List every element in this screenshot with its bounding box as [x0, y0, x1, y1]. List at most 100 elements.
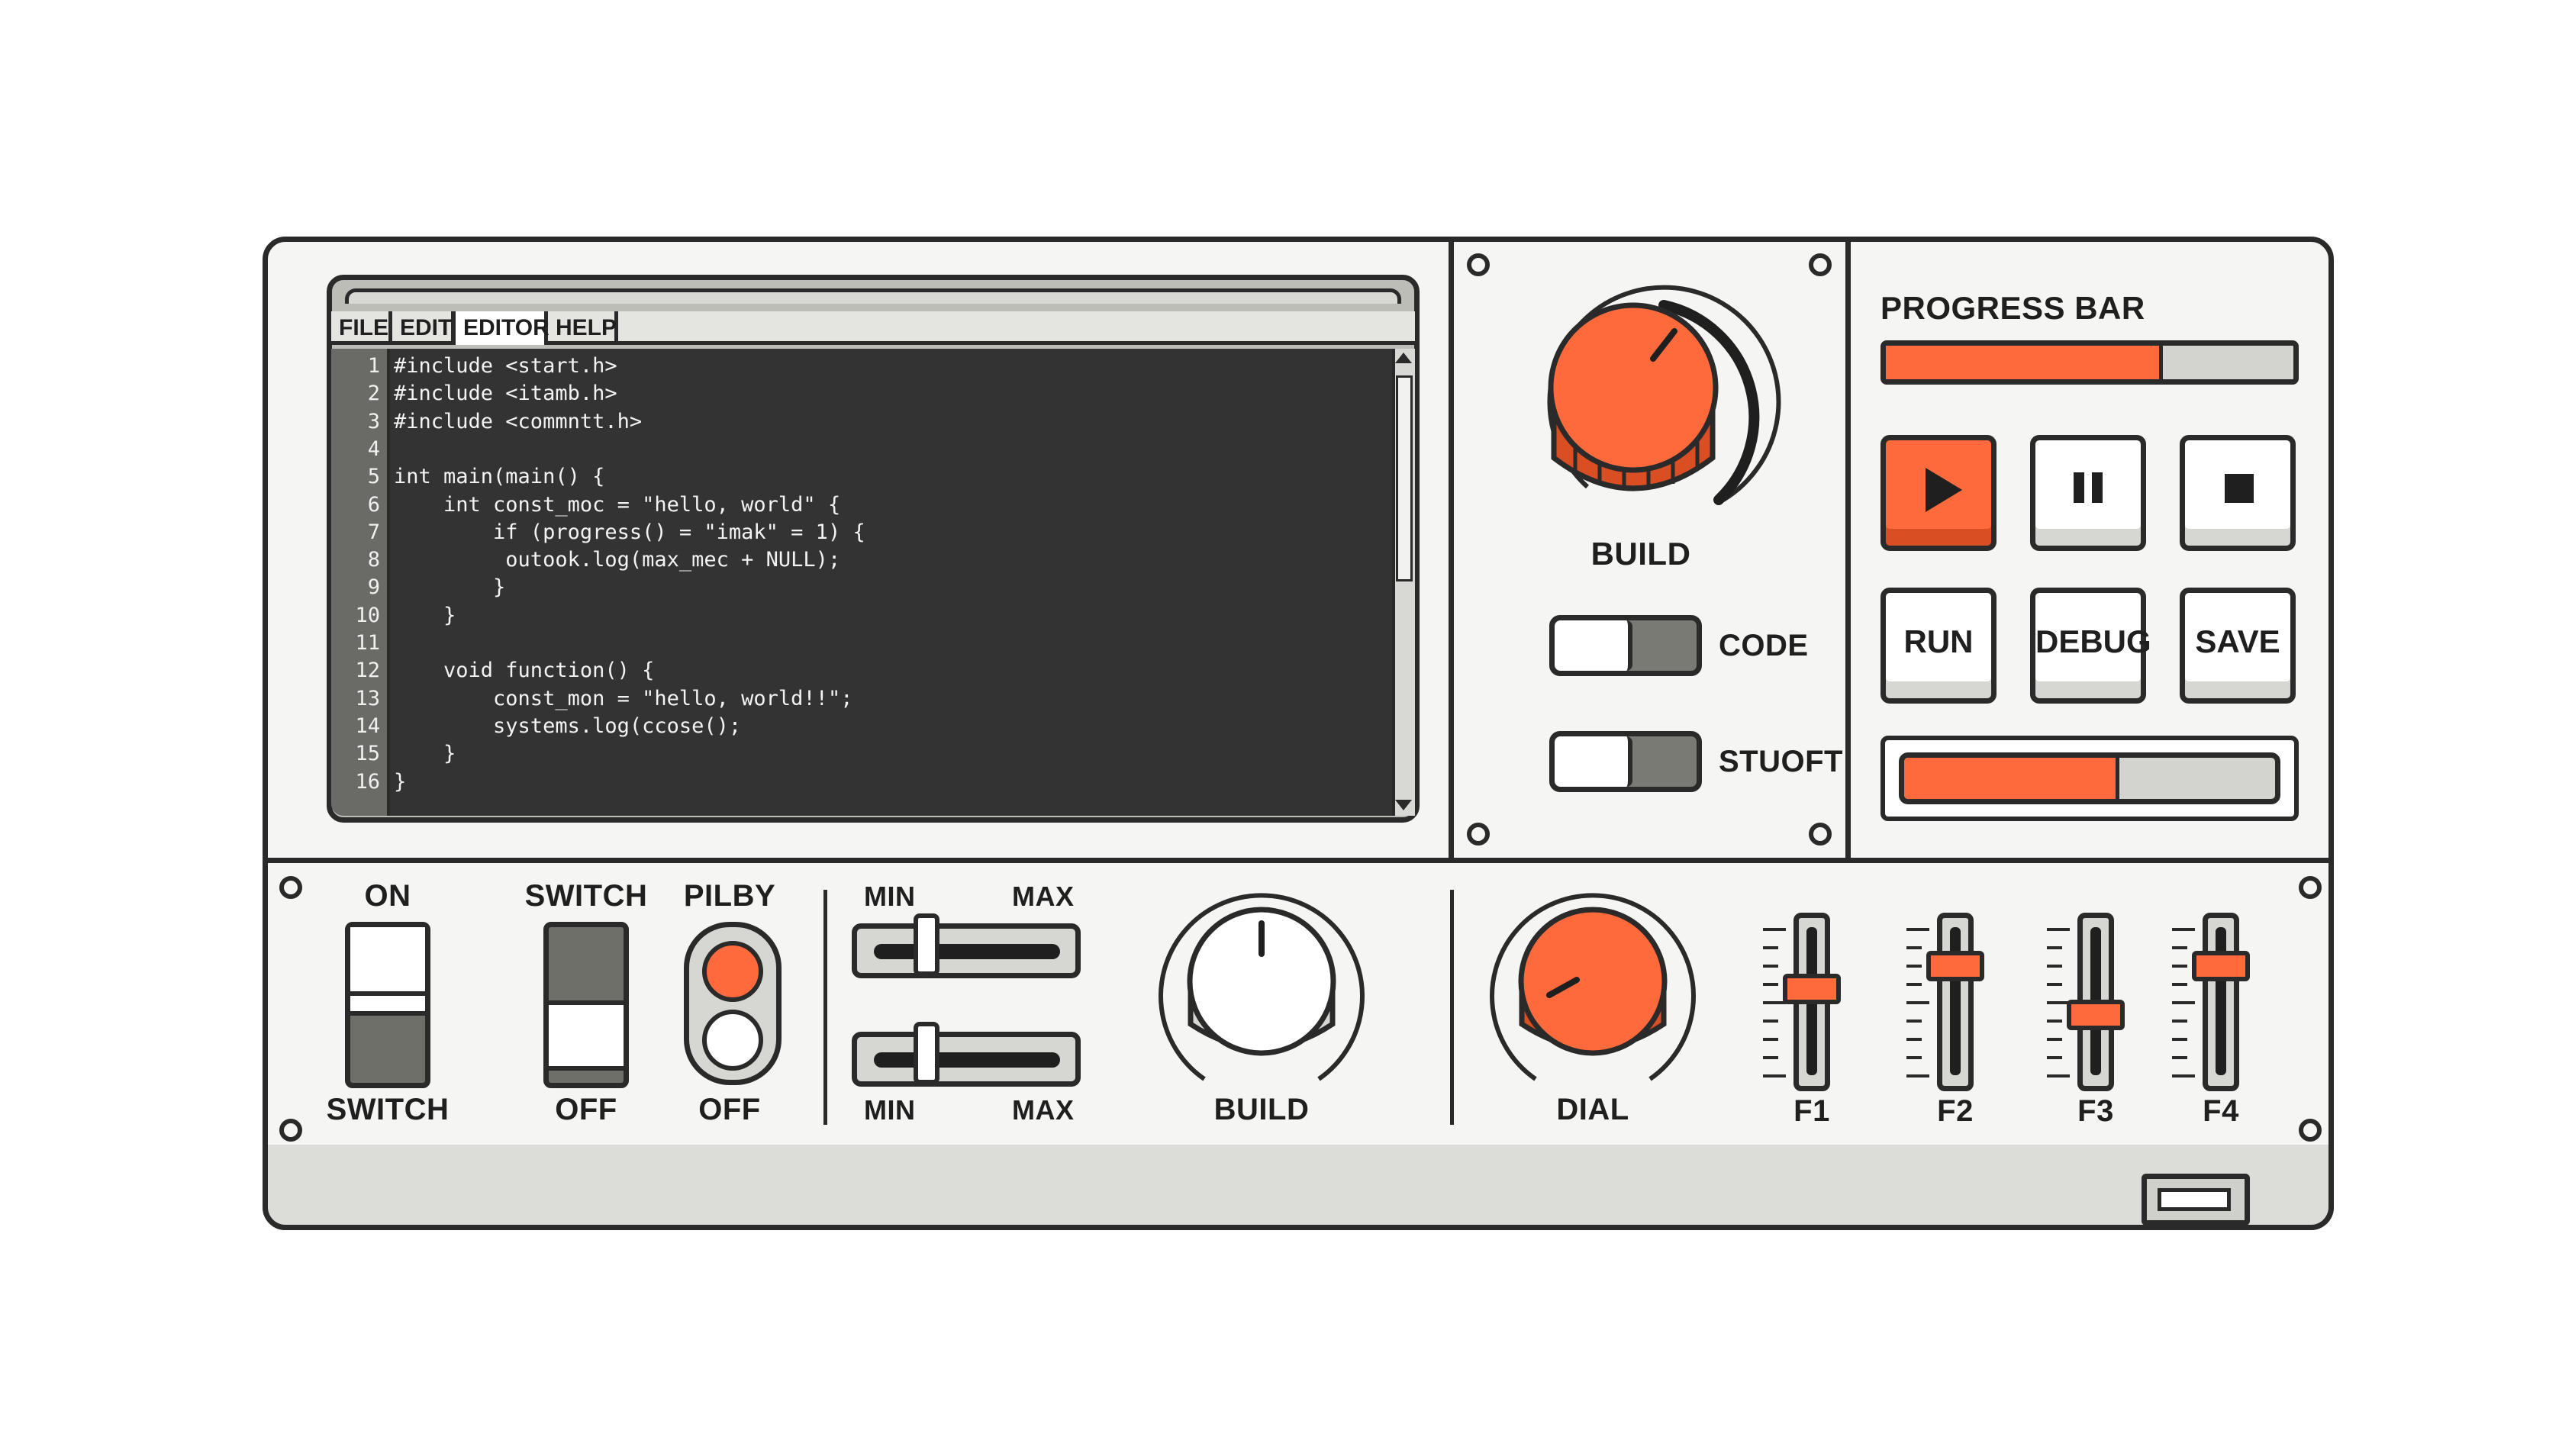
build-white-knob-label: BUILD [1213, 1093, 1310, 1126]
code-line: outook.log(max_mec + NULL); [394, 548, 841, 572]
code-text-area[interactable] [390, 349, 1392, 816]
line-number: 9 [367, 575, 380, 600]
play-button[interactable] [1880, 435, 1997, 551]
build-white-knob[interactable] [1151, 888, 1372, 1094]
save-button-label: SAVE [2195, 623, 2280, 659]
code-line: } [394, 575, 506, 600]
fader-tick [1763, 1001, 1786, 1004]
fader-tick [1906, 928, 1929, 931]
fader-tick [2047, 1020, 2062, 1023]
code-line: #include <start.h> [394, 354, 617, 378]
save-button[interactable]: SAVE [2180, 588, 2296, 704]
menu-file[interactable]: FILE [331, 311, 392, 345]
debug-button-label: DEBUG [2035, 623, 2151, 659]
fader-tick [2047, 1056, 2062, 1059]
slider-bottom-max-label: MAX [1012, 1094, 1075, 1126]
scroll-down-icon[interactable] [1395, 800, 1412, 810]
pause-button[interactable] [2030, 435, 2146, 551]
code-line: #include <itamb.h> [394, 382, 617, 406]
screw-icon [2299, 876, 2322, 899]
on-label: ON [364, 879, 411, 913]
fader-tick [1763, 946, 1778, 949]
bottom-slider-thumb[interactable] [914, 1022, 939, 1084]
line-number: 8 [367, 548, 380, 572]
fader-tick [2172, 1056, 2187, 1059]
indicator-light-off-icon [702, 1010, 763, 1071]
screw-icon [2299, 1119, 2322, 1142]
fader-tick [1763, 983, 1778, 986]
progress-bar-fill [1886, 346, 2163, 379]
line-number: 16 [355, 769, 380, 794]
top-slider-thumb[interactable] [914, 913, 939, 976]
fader-label: F4 [2203, 1094, 2239, 1128]
play-icon [1926, 468, 1962, 512]
scroll-up-icon[interactable] [1395, 353, 1412, 363]
device-base [263, 1145, 2334, 1230]
fader-tick [1906, 1020, 1922, 1023]
bottom-slider[interactable] [852, 1022, 1081, 1087]
fader-thumb[interactable] [1926, 951, 1984, 982]
fader-tick [2172, 1038, 2187, 1041]
fader-thumb[interactable] [1783, 973, 1841, 1004]
fader-tick [2047, 1001, 2070, 1004]
stuoft-toggle[interactable] [1549, 731, 1702, 792]
code-line: #include <commntt.h> [394, 409, 643, 433]
indicator-light-on-icon [702, 941, 763, 1002]
fader-tick [2172, 1001, 2195, 1004]
screw-icon [279, 876, 302, 899]
fader-f2[interactable] [1937, 913, 1974, 1091]
code-line: } [394, 769, 407, 794]
screw-icon [1809, 823, 1832, 846]
line-number: 7 [367, 520, 380, 544]
menu-editor[interactable]: EDITOR [452, 311, 549, 345]
debug-button[interactable]: DEBUG [2030, 588, 2151, 704]
fader-tick [2047, 1038, 2062, 1041]
stuoft-toggle-label: STUOFT [1719, 745, 1843, 778]
fader-tick [2047, 983, 2062, 986]
code-line: int const_moc = "hello, world" { [394, 492, 841, 517]
bottom-divider-1 [823, 890, 827, 1125]
fader-tick [1906, 983, 1922, 986]
line-number: 5 [367, 465, 380, 489]
fader-tick [1763, 965, 1778, 968]
screw-icon [1467, 253, 1490, 276]
fader-label: F3 [2077, 1094, 2114, 1128]
scroll-thumb[interactable] [1396, 375, 1413, 581]
fader-tick [1763, 1074, 1786, 1078]
dial-knob[interactable] [1482, 888, 1703, 1094]
stop-button[interactable] [2180, 435, 2296, 551]
fader-tick [1906, 1056, 1922, 1059]
panel-divider-editor [1449, 241, 1454, 859]
menu-help[interactable]: HELP [548, 311, 618, 345]
run-button-label: RUN [1903, 623, 1974, 659]
fader-thumb[interactable] [2067, 1000, 2125, 1031]
fader-label: F1 [1793, 1094, 1830, 1128]
off-switch-bottom-label: OFF [555, 1093, 617, 1126]
editor-bezel [345, 288, 1401, 304]
fader-f4[interactable] [2203, 913, 2239, 1091]
fader-tick [1906, 965, 1922, 968]
screw-icon [279, 1119, 302, 1142]
fader-tick [2047, 1074, 2070, 1078]
line-number: 12 [355, 659, 380, 683]
run-button[interactable]: RUN [1880, 588, 1997, 704]
fader-tick [1906, 946, 1922, 949]
fader-tick [2047, 946, 2062, 949]
build-knob[interactable] [1511, 275, 1801, 534]
code-line: if (progress() = "imak" = 1) { [394, 520, 865, 544]
slider-top-max-label: MAX [1012, 881, 1075, 912]
line-number: 2 [367, 382, 380, 406]
fader-tick [2172, 1020, 2187, 1023]
stop-icon [2225, 474, 2254, 503]
fader-thumb[interactable] [2192, 951, 2250, 982]
line-number: 13 [355, 686, 380, 710]
menu-edit[interactable]: EDIT [392, 311, 455, 345]
fader-label: F2 [1937, 1094, 1974, 1128]
off-switch[interactable] [543, 922, 629, 1088]
fader-tick [1763, 1020, 1778, 1023]
code-toggle[interactable] [1549, 615, 1702, 676]
pilby-indicator[interactable] [684, 922, 782, 1085]
top-slider[interactable] [852, 913, 1081, 978]
on-switch[interactable] [345, 922, 430, 1088]
code-line: systems.log(ccose(); [394, 714, 742, 738]
